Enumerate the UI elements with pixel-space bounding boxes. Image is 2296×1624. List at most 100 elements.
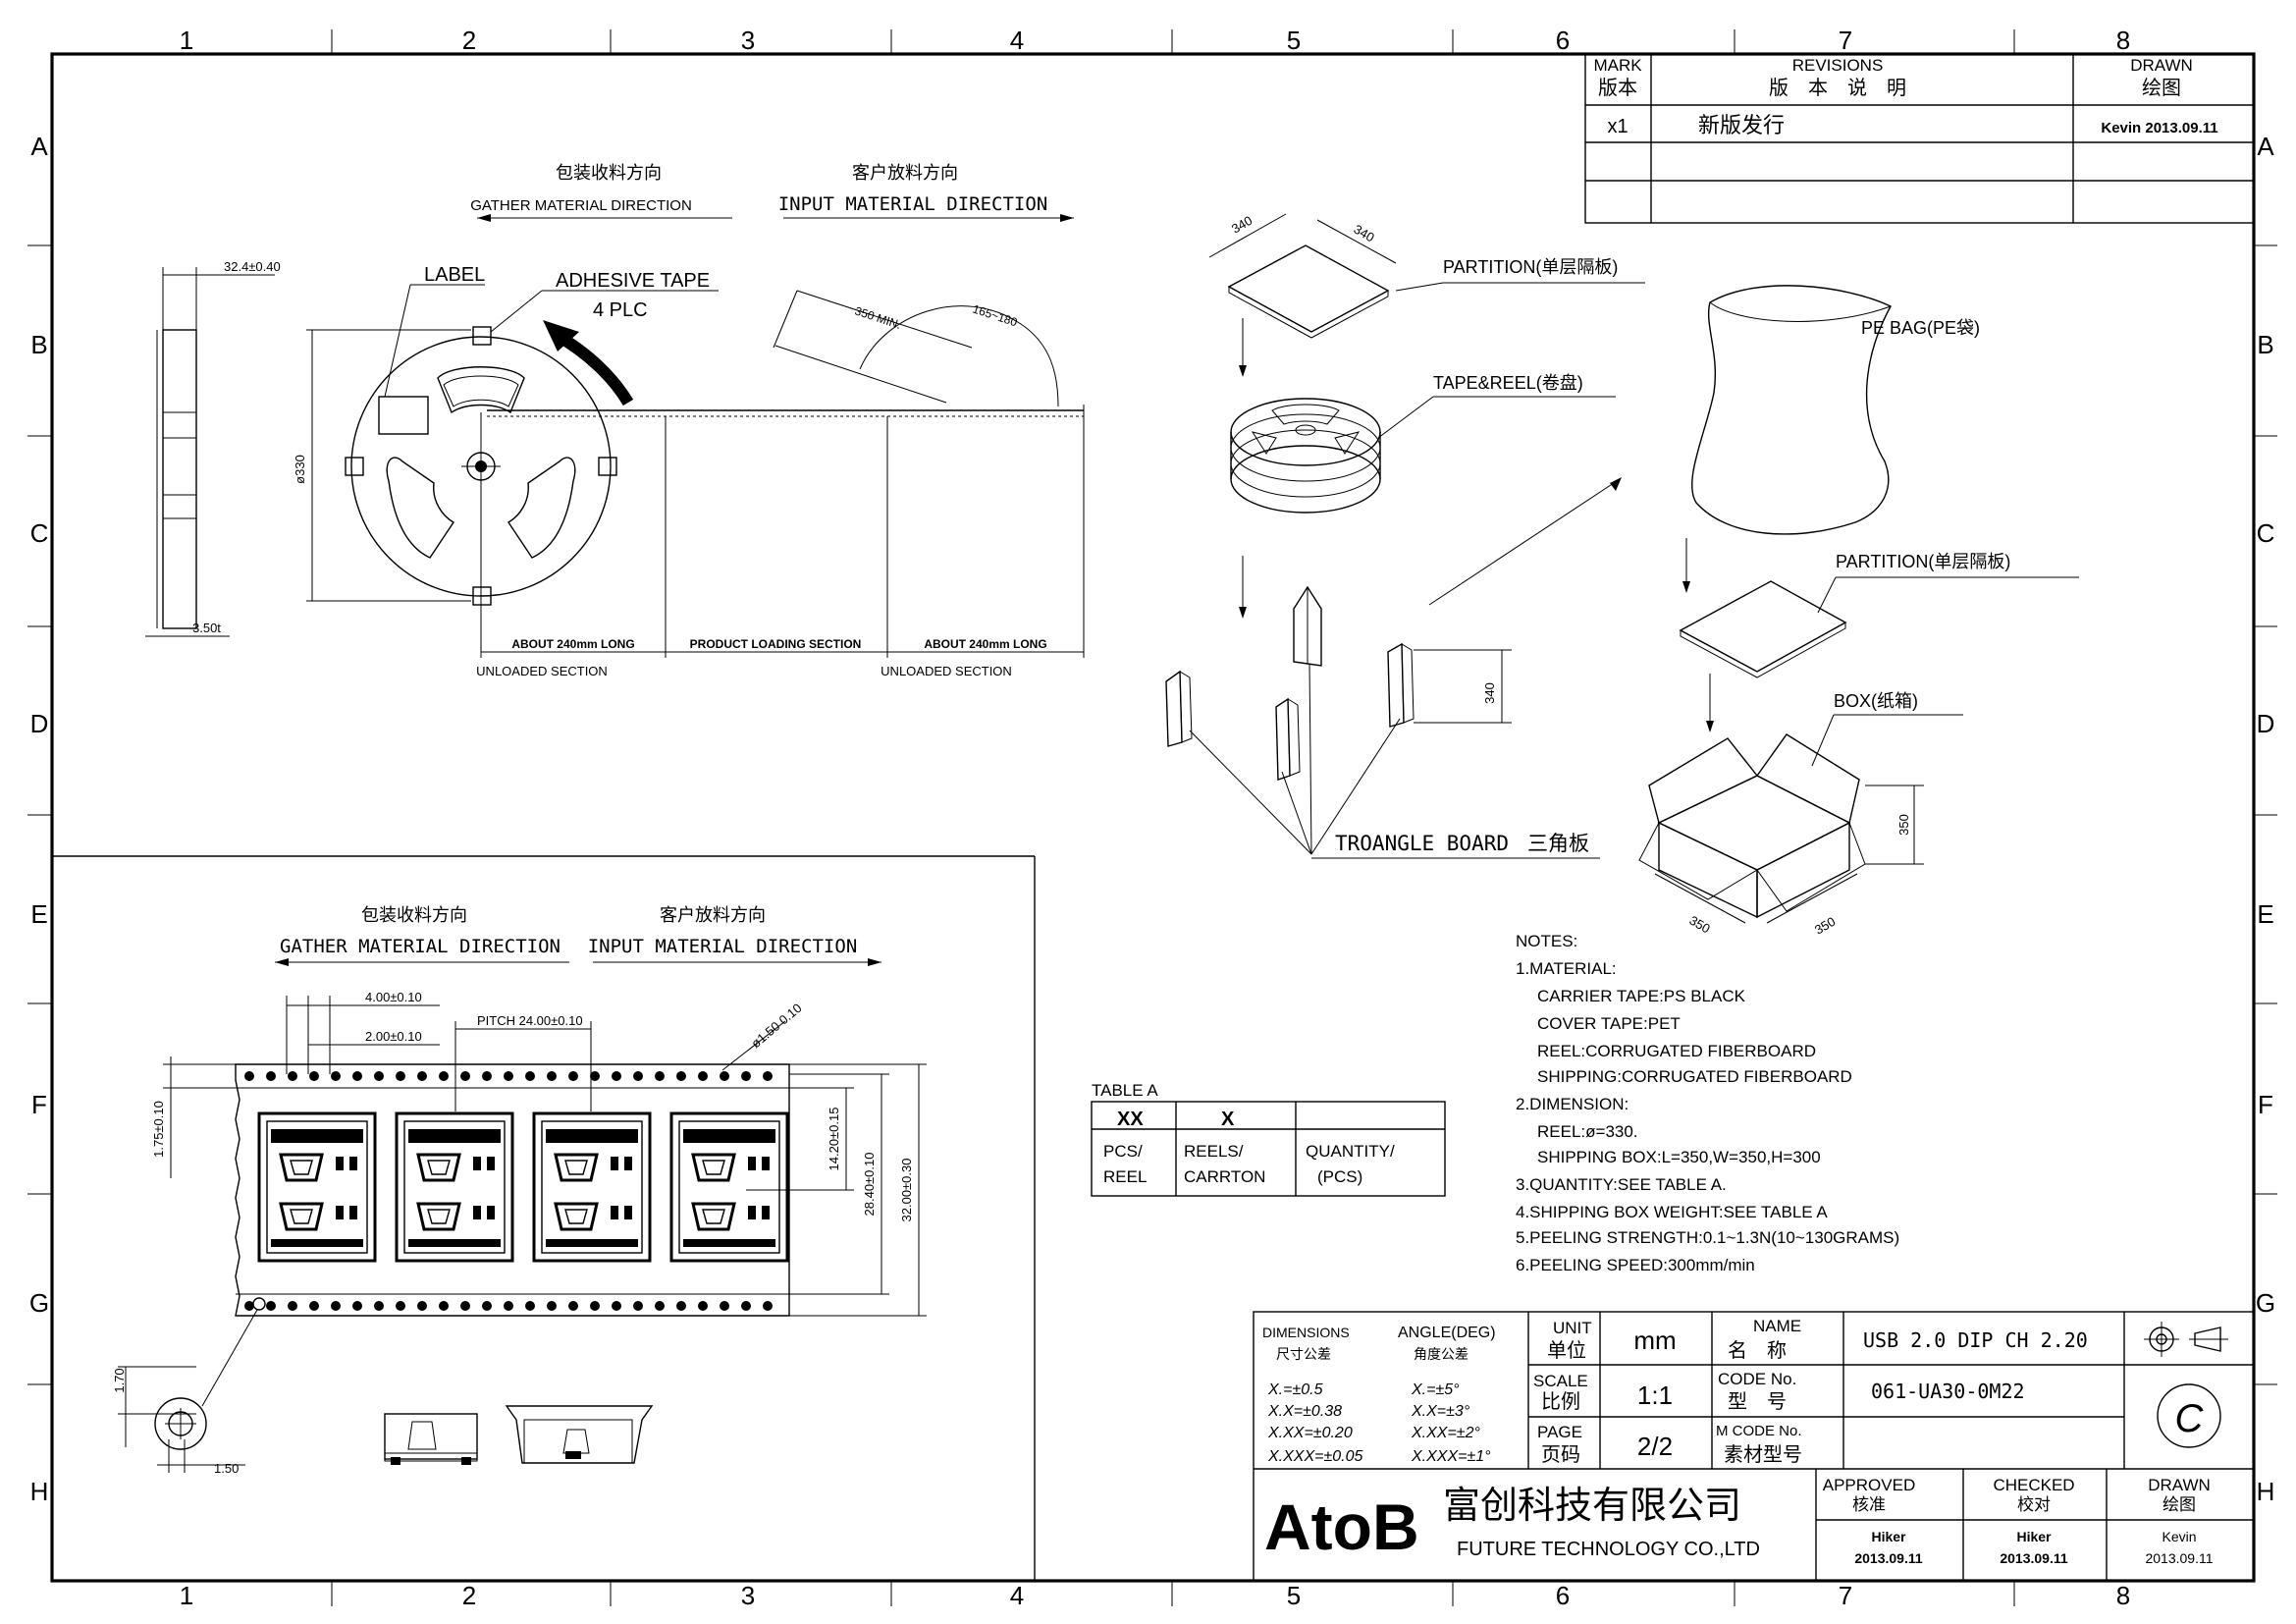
- sprocket-hole: [266, 1301, 276, 1311]
- tape-pocket: [669, 1111, 789, 1263]
- tb-scale-val: 1:1: [1637, 1380, 1673, 1410]
- tb-checked-en: CHECKED: [1993, 1476, 2074, 1494]
- tape-pocket: [395, 1111, 514, 1263]
- sprocket-hole: [655, 1071, 665, 1081]
- sprocket-hole: [396, 1301, 405, 1311]
- sprocket-hole: [612, 1071, 621, 1081]
- col-label: 7: [1839, 26, 1852, 55]
- partition-b: PARTITION(单层隔板): [1836, 552, 2010, 571]
- dim-pitch: PITCH 24.00±0.10: [477, 1013, 583, 1028]
- dim-2840: 28.40±0.10: [862, 1153, 877, 1217]
- sprocket-hole: [504, 1071, 513, 1081]
- tb-name-en: NAME: [1753, 1317, 1801, 1335]
- input-en: INPUT MATERIAL DIRECTION: [778, 193, 1048, 215]
- note-line: 6.PEELING SPEED:300mm/min: [1516, 1256, 1755, 1274]
- col-label: 1: [180, 26, 193, 55]
- sprocket-hole: [352, 1301, 362, 1311]
- tape-input-en: INPUT MATERIAL DIRECTION: [588, 936, 858, 957]
- about-240-b: ABOUT 240mm LONG: [924, 637, 1046, 651]
- col-label: 1: [180, 1581, 193, 1610]
- rev-entry-desc: 新版发行: [1698, 113, 1785, 137]
- sprocket-hole: [525, 1301, 535, 1311]
- tb-scale-en: SCALE: [1533, 1372, 1588, 1390]
- tape-input-cn: 客户放料方向: [660, 905, 766, 925]
- unloaded-a: UNLOADED SECTION: [476, 664, 608, 678]
- tb-checked-date: 2013.09.11: [2000, 1550, 2068, 1566]
- tape-reel: TAPE&REEL(卷盘): [1433, 373, 1583, 393]
- tape-pocket: [257, 1111, 377, 1263]
- row-label: D: [2257, 709, 2275, 738]
- reel-view: 包装收料方向 GATHER MATERIAL DIRECTION 客户放料方向 …: [145, 163, 1085, 678]
- col-label: 7: [1839, 1581, 1852, 1610]
- tb-code-en: CODE No.: [1718, 1370, 1796, 1388]
- sprocket-hole: [633, 1071, 643, 1081]
- tb-tol: X.XX=±0.20: [1267, 1425, 1353, 1441]
- sprocket-hole: [676, 1071, 686, 1081]
- rev-drawn-en: DRAWN: [2130, 56, 2193, 75]
- dim-side-width: 32.4±0.40: [224, 259, 281, 274]
- note-line: REEL:ø=330.: [1537, 1122, 1638, 1141]
- sprocket-hole: [460, 1301, 470, 1311]
- tb-ang: X.X=±3°: [1411, 1403, 1470, 1420]
- col-label: 3: [741, 1581, 755, 1610]
- tb-unit-val: mm: [1633, 1326, 1676, 1355]
- sprocket-hole: [590, 1071, 600, 1081]
- dim-170: 1.70: [112, 1368, 127, 1392]
- dim-350-b: 350: [1687, 913, 1713, 937]
- col-label: 5: [1287, 1581, 1301, 1610]
- tb-mcode-cn: 素材型号: [1724, 1443, 1802, 1466]
- sprocket-hole: [439, 1301, 449, 1311]
- label-text: LABEL: [424, 264, 485, 286]
- tb-tol: X.X=±0.38: [1267, 1403, 1342, 1420]
- sprocket-hole: [460, 1071, 470, 1081]
- note-line: 1.MATERIAL:: [1516, 959, 1617, 978]
- note-line: REEL:CORRUGATED FIBERBOARD: [1537, 1042, 1816, 1060]
- tb-approved-date: 2013.09.11: [1854, 1550, 1923, 1566]
- company-logo: AtoB: [1264, 1490, 1419, 1563]
- zone-labels: 1 2 3 4 5 6 7 8 1 2 3 4 5 6 7 8 A B C D …: [29, 26, 2275, 1610]
- rev-entry-drawn: Kevin 2013.09.11: [2101, 120, 2217, 136]
- tape-pocket: [532, 1111, 652, 1263]
- tb-tol: X.XXX=±0.05: [1267, 1448, 1363, 1465]
- zone-ticks: [27, 29, 2277, 1606]
- sprocket-hole: [568, 1301, 578, 1311]
- tb-code-val: 061-UA30-0M22: [1871, 1380, 2025, 1403]
- table-c2a: REELS/: [1184, 1142, 1244, 1161]
- tb-ang: X.=±5°: [1411, 1381, 1460, 1398]
- tb-drawn-date: 2013.09.11: [2145, 1550, 2213, 1566]
- col-label: 6: [1556, 1581, 1570, 1610]
- sprocket-hole: [720, 1071, 729, 1081]
- dim-350-c: 350: [1812, 914, 1838, 938]
- row-label: G: [29, 1288, 49, 1318]
- sprocket-hole: [417, 1301, 427, 1311]
- sprocket-hole: [244, 1071, 254, 1081]
- col-label: 8: [2116, 26, 2130, 55]
- sprocket-hole: [547, 1071, 557, 1081]
- tb-dim-cn: 尺寸公差: [1276, 1346, 1331, 1362]
- tb-rev-letter: C: [2175, 1397, 2205, 1440]
- sprocket-hole: [439, 1071, 449, 1081]
- sprocket-hole: [590, 1301, 600, 1311]
- tb-name-val: USB 2.0 DIP CH 2.20: [1863, 1328, 2088, 1352]
- row-label: E: [30, 899, 47, 929]
- notes-block: NOTES: 1.MATERIAL: CARRIER TAPE:PS BLACK…: [1516, 932, 1899, 1274]
- triangle-board: TROANGLE BOARD: [1335, 832, 1509, 855]
- rev-mark-en: MARK: [1593, 56, 1642, 75]
- tb-ang-en: ANGLE(DEG): [1398, 1325, 1496, 1341]
- sprocket-hole: [698, 1301, 708, 1311]
- tb-mcode-en: M CODE No.: [1716, 1423, 1802, 1439]
- sprocket-hole: [288, 1071, 297, 1081]
- title-block: DIMENSIONS 尺寸公差 ANGLE(DEG) 角度公差 X.=±0.5 …: [1253, 1311, 2255, 1582]
- tb-drawn-en: DRAWN: [2148, 1476, 2211, 1494]
- table-a: TABLE A XX X PCS/ REEL REELS/ CARRTON QU…: [1091, 1081, 1446, 1197]
- rev-drawn-cn: 绘图: [2142, 77, 2181, 99]
- table-c2b: CARRTON: [1184, 1167, 1265, 1186]
- table-c1b: REEL: [1103, 1167, 1147, 1186]
- dim-150: 1.50: [214, 1461, 239, 1476]
- sprocket-hole: [763, 1071, 773, 1081]
- table-a-title: TABLE A: [1092, 1081, 1158, 1100]
- adhesive-text: ADHESIVE TAPE: [556, 270, 710, 292]
- sprocket-hole: [331, 1301, 341, 1311]
- tb-name-cn: 名 称: [1728, 1339, 1787, 1362]
